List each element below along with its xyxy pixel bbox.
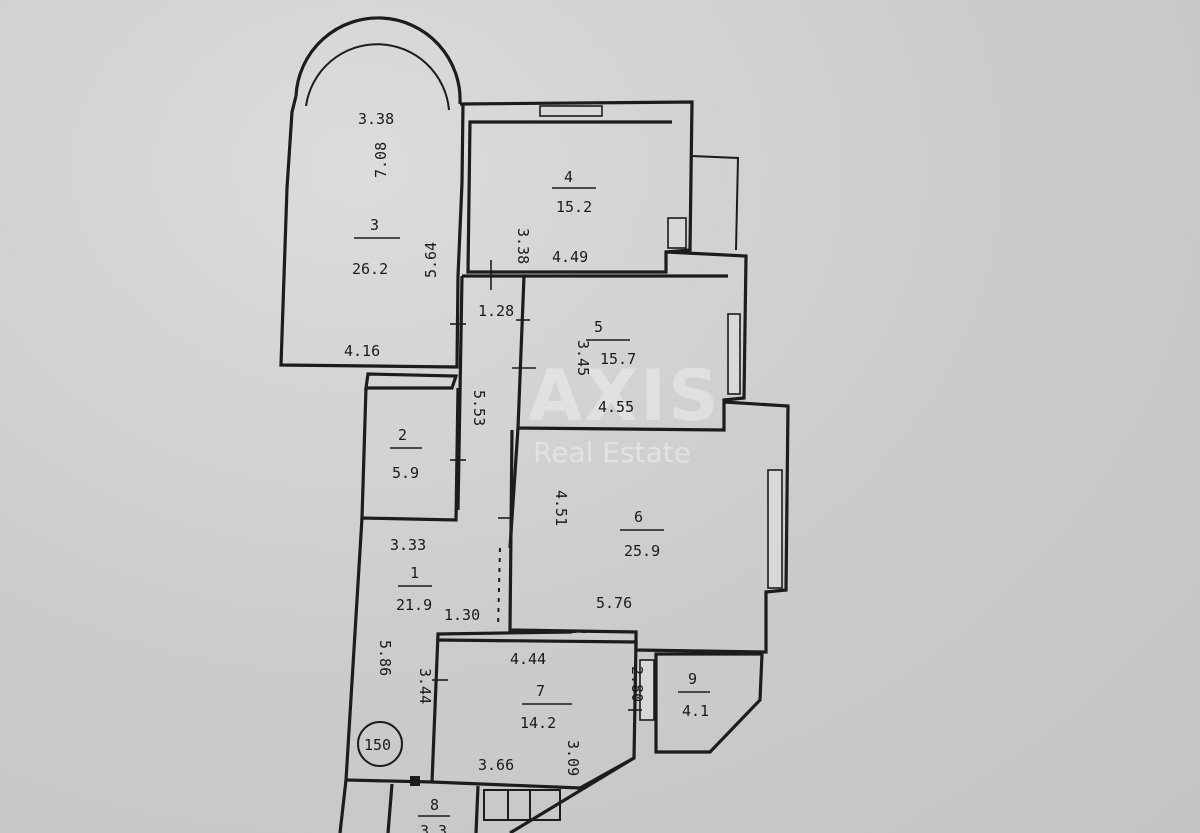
circle-stamp: 150 (357, 721, 403, 767)
room-3-label: 3 26.2 (352, 216, 400, 278)
svg-text:14.2: 14.2 (520, 714, 556, 732)
window (539, 105, 603, 117)
dimension-label: 3.66 (478, 756, 514, 774)
room-3-outline (279, 16, 465, 369)
dimension-label: 1.28 (478, 302, 514, 320)
room-6-outline (497, 400, 790, 654)
svg-text:3.3: 3.3 (420, 822, 447, 833)
room-9-label: 9 4.1 (678, 670, 710, 720)
svg-text:5: 5 (594, 318, 603, 336)
dimension-label: 3.33 (390, 536, 426, 554)
dimension-label: 1.30 (444, 606, 480, 624)
dimension-label: 3.38 (358, 110, 394, 128)
window (667, 217, 687, 249)
dimension-label: 4.49 (552, 248, 588, 266)
svg-text:1: 1 (410, 564, 419, 582)
svg-text:21.9: 21.9 (396, 596, 432, 614)
dimension-label: 3.45 (574, 340, 592, 376)
room-1-label: 1 21.9 (396, 564, 432, 614)
room-5-outline (516, 250, 748, 432)
dimension-label: 3.44 (416, 668, 434, 704)
room-5-label: 5 15.7 (586, 318, 636, 368)
room-2-outline (360, 372, 460, 522)
room-4-outline (459, 100, 740, 274)
room-8-outline (386, 776, 561, 833)
dimension-label: 5.64 (422, 242, 440, 278)
dimension-label: 7.08 (372, 142, 390, 178)
dimension-label: 4.55 (598, 398, 634, 416)
room-7-label: 7 14.2 (520, 682, 572, 732)
room-2-label: 2 5.9 (390, 426, 422, 482)
svg-text:4: 4 (564, 168, 573, 186)
window (727, 313, 741, 395)
svg-text:150: 150 (364, 736, 391, 754)
svg-text:2: 2 (398, 426, 407, 444)
dimension-label: 4.16 (344, 342, 380, 360)
room-9-outline (639, 652, 764, 754)
dimension-label: 5.86 (376, 640, 394, 676)
dimension-label: 3.09 (564, 740, 582, 776)
svg-text:3: 3 (370, 216, 379, 234)
window (767, 469, 783, 589)
corridor-wall (456, 275, 464, 511)
room-8-label: 8 3.3 (418, 796, 450, 833)
svg-text:26.2: 26.2 (352, 260, 388, 278)
window (639, 659, 655, 721)
svg-text:9: 9 (688, 670, 697, 688)
dimension-label: 5.76 (596, 594, 632, 612)
svg-text:15.2: 15.2 (556, 198, 592, 216)
svg-text:25.9: 25.9 (624, 542, 660, 560)
svg-text:5.9: 5.9 (392, 464, 419, 482)
room-7-outline (431, 638, 638, 833)
watermark-tagline: Real Estate (533, 436, 691, 469)
svg-text:7: 7 (536, 682, 545, 700)
svg-text:6: 6 (634, 508, 643, 526)
svg-text:8: 8 (430, 796, 439, 814)
svg-text:4.1: 4.1 (682, 702, 709, 720)
watermark-brand: AXIS (528, 355, 721, 437)
dimension-label: 4.51 (552, 490, 570, 526)
dimension-label: 5.53 (470, 390, 488, 426)
dimension-label: 2.80 (628, 666, 646, 702)
svg-text:15.7: 15.7 (600, 350, 636, 368)
room-4-label: 4 15.2 (552, 168, 596, 216)
dimension-label: 4.44 (510, 650, 546, 668)
room-6-label: 6 25.9 (620, 508, 664, 560)
dimension-label: 3.38 (514, 228, 532, 264)
